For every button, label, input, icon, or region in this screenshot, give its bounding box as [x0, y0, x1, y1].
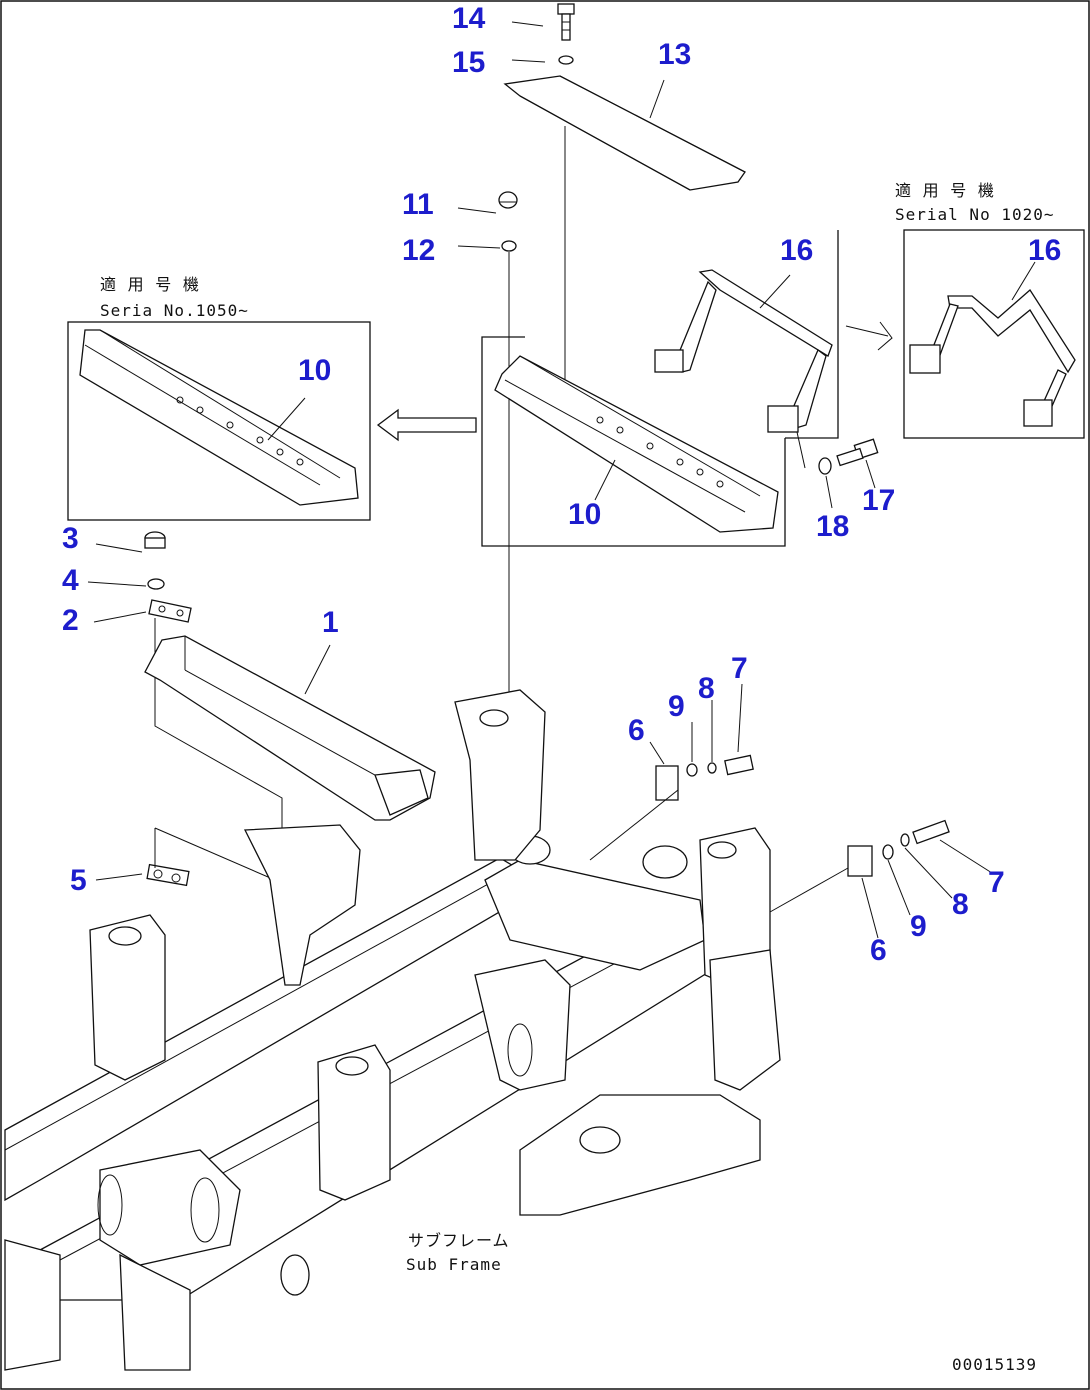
left-inset	[67, 321, 371, 521]
bolt-14	[557, 3, 575, 41]
callout-11: 11	[402, 188, 434, 221]
right-serial-jp: 適 用 号 機	[895, 181, 995, 200]
clamp-2	[148, 599, 192, 623]
callout-6-upper: 6	[628, 714, 645, 747]
cover-13	[503, 75, 746, 191]
cover-1	[144, 635, 436, 821]
subframe-en: Sub Frame	[406, 1255, 502, 1274]
center-inset	[481, 230, 839, 547]
washer-4	[147, 578, 165, 590]
drawing-number: 00015139	[952, 1355, 1037, 1374]
washer-18	[818, 457, 832, 475]
callout-2: 2	[62, 604, 79, 637]
callout-7-lower: 7	[988, 866, 1005, 899]
callout-16-center: 16	[780, 234, 813, 267]
callout-10-center: 10	[568, 498, 601, 531]
plate-6-lower	[847, 845, 873, 877]
plug-3	[144, 531, 166, 549]
callout-14: 14	[452, 2, 486, 35]
right-serial-en: Serial No 1020~	[895, 205, 1055, 224]
callout-7-upper: 7	[731, 652, 748, 685]
bracket-16-center	[654, 269, 833, 433]
right-inset	[903, 229, 1085, 439]
bolt-7-lower	[882, 819, 950, 860]
callout-13: 13	[658, 38, 691, 71]
callout-18: 18	[816, 510, 849, 543]
callout-4: 4	[62, 564, 79, 597]
callout-3: 3	[62, 522, 79, 555]
washer-15	[558, 55, 574, 65]
callout-6-lower: 6	[870, 934, 887, 967]
callout-17: 17	[862, 484, 895, 517]
callout-8-upper: 8	[698, 672, 715, 705]
arrow-left	[376, 408, 477, 442]
callout-9-lower: 9	[910, 910, 927, 943]
callout-12: 12	[402, 234, 435, 267]
subframe-jp: サブフレーム	[408, 1231, 510, 1250]
callout-9-upper: 9	[668, 690, 685, 723]
callout-1: 1	[322, 606, 339, 639]
callout-16-right: 16	[1028, 234, 1061, 267]
main-frame	[4, 689, 781, 1371]
washer-12	[501, 240, 517, 252]
plug-11	[498, 191, 518, 209]
clamp-5	[146, 863, 190, 887]
bolt-17	[836, 438, 879, 467]
left-serial-jp: 適 用 号 機	[100, 275, 200, 294]
callout-8-lower: 8	[952, 888, 969, 921]
left-serial-en: Seria No.1050~	[100, 301, 249, 320]
plate-6-upper	[655, 765, 679, 801]
callout-10-left: 10	[298, 354, 331, 387]
bolt-7-upper	[686, 754, 754, 777]
callout-15: 15	[452, 46, 485, 79]
callout-5: 5	[70, 864, 87, 897]
